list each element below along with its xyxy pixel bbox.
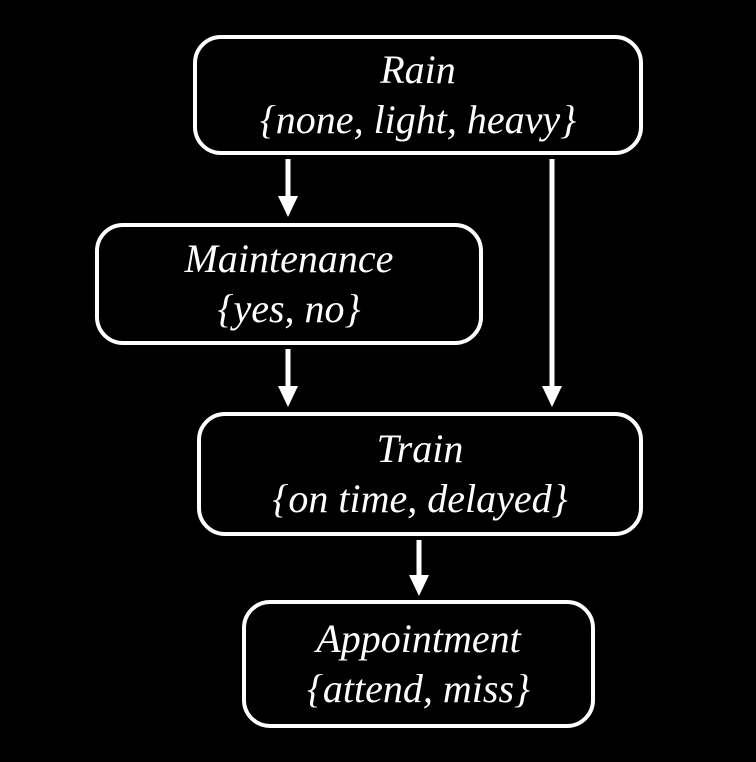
node-appointment-label: Appointment [316, 616, 521, 661]
node-appointment-values: {attend, miss} [306, 666, 531, 711]
arrowhead-icon [278, 386, 298, 407]
arrowhead-icon [542, 386, 562, 407]
node-rain-values: {none, light, heavy} [259, 97, 577, 142]
arrowhead-icon [409, 575, 429, 596]
edge-rain-to-maintenance [278, 159, 298, 217]
node-train: Train {on time, delayed} [197, 412, 643, 536]
node-train-values: {on time, delayed} [272, 476, 568, 521]
node-maintenance: Maintenance {yes, no} [95, 223, 483, 345]
node-maintenance-label: Maintenance [184, 236, 394, 281]
node-rain: Rain {none, light, heavy} [193, 35, 643, 155]
edge-rain-to-train [542, 159, 562, 407]
node-rain-label: Rain [380, 47, 456, 92]
node-maintenance-values: {yes, no} [217, 286, 361, 331]
edge-maintenance-to-train [278, 349, 298, 407]
edge-train-to-appointment [409, 540, 429, 596]
node-train-label: Train [376, 426, 464, 471]
node-appointment: Appointment {attend, miss} [242, 600, 595, 728]
arrowhead-icon [278, 196, 298, 217]
